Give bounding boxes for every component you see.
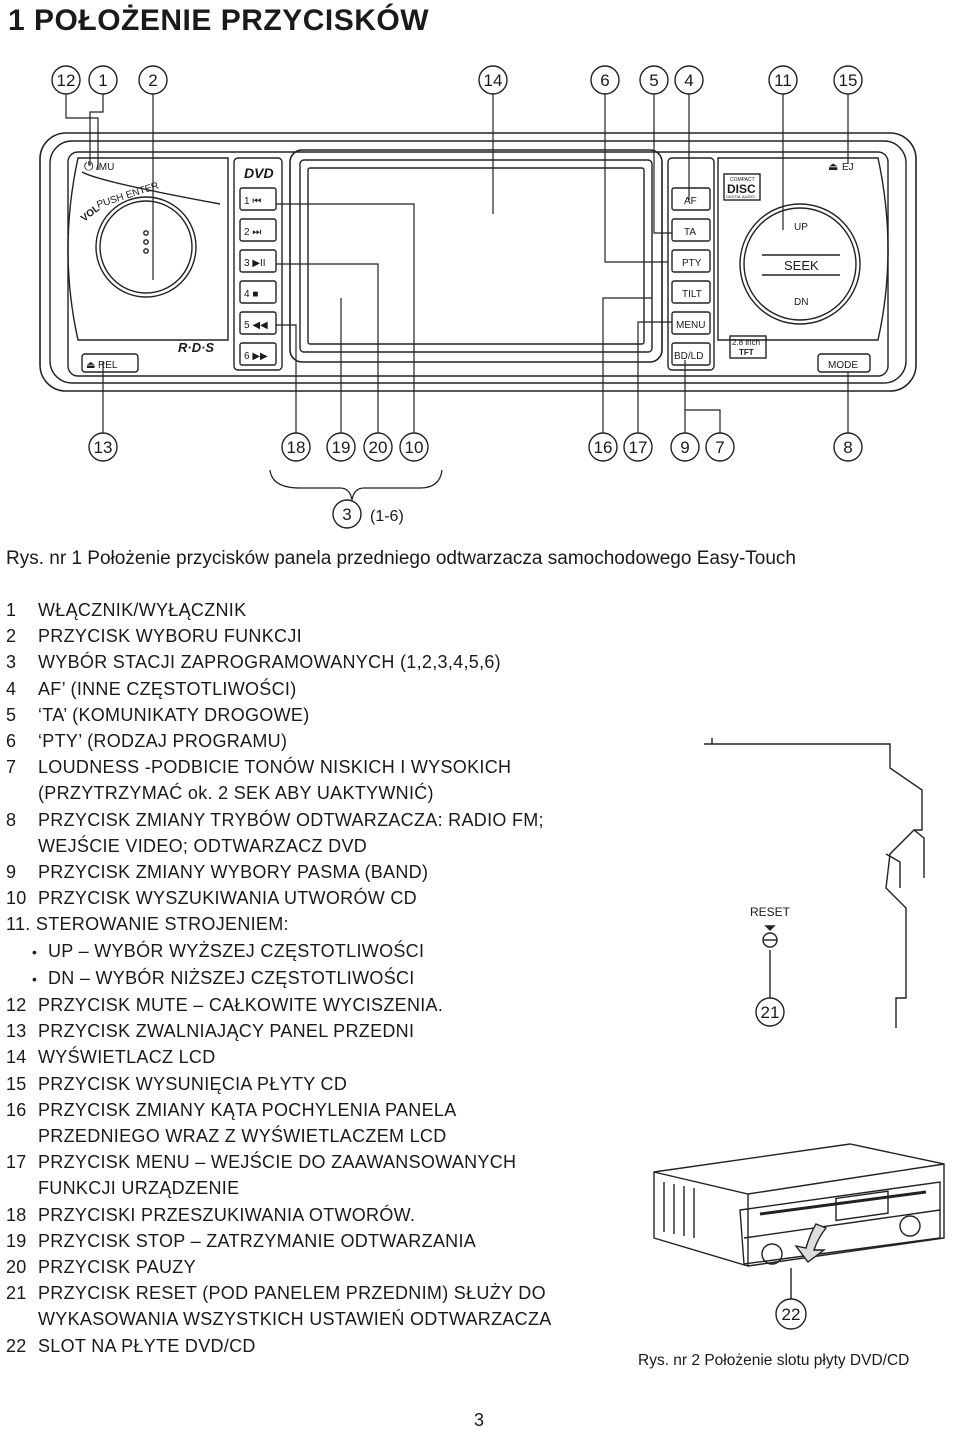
legend-item: 6‘PTY’ (RODZAJ PROGRAMU) <box>6 731 288 752</box>
callout-14: 14 <box>484 71 503 90</box>
disc-logo-top: COMPACT <box>730 177 755 183</box>
mode-label: MODE <box>828 360 858 371</box>
tft-label: TFT <box>739 348 754 357</box>
callout-2: 2 <box>148 71 157 90</box>
pty-button-label: PTY <box>682 258 702 269</box>
preset-4: 4 ■ <box>244 289 258 300</box>
bdld-button-label: BD/LD <box>674 351 703 362</box>
dvd-logo: DVD <box>244 165 274 181</box>
callout-8: 8 <box>843 438 852 457</box>
bottom-callouts <box>88 432 863 529</box>
legend-item: 11. STEROWANIE STROJENIEM: <box>6 914 289 935</box>
callout-5: 5 <box>649 71 658 90</box>
figure-1-caption: Rys. nr 1 Położenie przycisków panela pr… <box>6 548 796 569</box>
legend-bullet: DN – WYBÓR NIŻSZEJ CZĘSTOTLIWOŚCI <box>6 965 552 992</box>
front-panel-diagram: 12 1 2 14 6 5 4 11 15 13 18 19 20 10 16 … <box>39 65 917 529</box>
rel-label: REL <box>98 360 118 371</box>
callout-10: 10 <box>405 438 424 457</box>
figure-2-caption: Rys. nr 2 Położenie slotu płyty DVD/CD <box>638 1352 910 1369</box>
legend-bullet: UP – WYBÓR WYŻSZEJ CZĘSTOTLIWOŚCI <box>6 938 552 965</box>
callout-17: 17 <box>629 438 648 457</box>
screen-size-label: 2.8 inch <box>732 338 760 347</box>
callout-18: 18 <box>287 438 306 457</box>
callout-11: 11 <box>774 71 792 90</box>
disc-logo-bottom: DIGITAL AUDIO <box>726 194 755 199</box>
callout-1: 1 <box>98 71 107 90</box>
disc-slot-diagram: 22 <box>653 1143 945 1330</box>
reset-label: RESET <box>750 905 791 919</box>
legend-item-continuation: WEJŚCIE VIDEO; ODTWARZACZ DVD <box>38 835 368 856</box>
legend-item-continuation: FUNKCJI URZĄDZENIE <box>38 1178 240 1199</box>
legend-item-continuation: PRZEDNIEGO WRAZ Z WYŚWIETLACZEM LCD <box>38 1126 447 1147</box>
preset-3: 3 ▶II <box>244 258 266 269</box>
group-range: (1-6) <box>370 508 404 525</box>
preset-2: 2 ⏭ <box>244 227 261 238</box>
menu-button-label: MENU <box>676 320 705 331</box>
callout-4: 4 <box>684 71 693 90</box>
up-label: UP <box>794 222 808 233</box>
rds-logo: R·D·S <box>178 340 214 355</box>
eject-label: EJ <box>842 162 854 173</box>
callout-21: 21 <box>761 1003 780 1022</box>
callout-12: 12 <box>57 71 76 90</box>
preset-5: 5 ◀◀ <box>244 320 268 331</box>
release-icon: ⏏ <box>86 360 95 371</box>
callout-13: 13 <box>94 438 113 457</box>
eject-icon: ⏏ <box>828 161 838 173</box>
callout-16: 16 <box>594 438 613 457</box>
power-icon: ⏻ <box>84 159 94 173</box>
preset-6: 6 ▶▶ <box>244 351 268 362</box>
page-number: 3 <box>474 1410 485 1430</box>
preset-1: 1 ⏮ <box>244 196 261 207</box>
tilt-button-label: TILT <box>682 289 702 300</box>
top-callouts <box>51 65 863 95</box>
af-button-label: AF <box>684 196 697 207</box>
callout-3: 3 <box>342 505 351 524</box>
leader-lines <box>65 94 849 501</box>
power-label: /MU <box>96 162 114 173</box>
callout-9: 9 <box>680 438 689 457</box>
callout-20: 20 <box>369 438 388 457</box>
dn-label: DN <box>794 297 808 308</box>
seek-label: SEEK <box>784 258 819 273</box>
callout-19: 19 <box>332 438 351 457</box>
ta-button-label: TA <box>684 227 696 238</box>
legend-item: 5‘TA’ (KOMUNIKATY DROGOWE) <box>6 704 310 725</box>
reset-detail-diagram: RESET 21 <box>704 738 925 1028</box>
page-title: 1 POŁOŻENIE PRZYCISKÓW <box>8 4 430 37</box>
callout-22: 22 <box>782 1305 801 1324</box>
legend-item-continuation: (PRZYTRZYMAĆ ok. 2 SEK ABY UAKTYWNIĆ) <box>38 783 434 804</box>
legend-item-continuation: WYKASOWANIA WSZYSTKICH USTAWIEŃ ODTWARZA… <box>38 1309 552 1330</box>
callout-7: 7 <box>715 438 724 457</box>
callout-15: 15 <box>839 71 858 90</box>
disc-logo-main: DISC <box>727 182 756 196</box>
callout-6: 6 <box>600 71 609 90</box>
